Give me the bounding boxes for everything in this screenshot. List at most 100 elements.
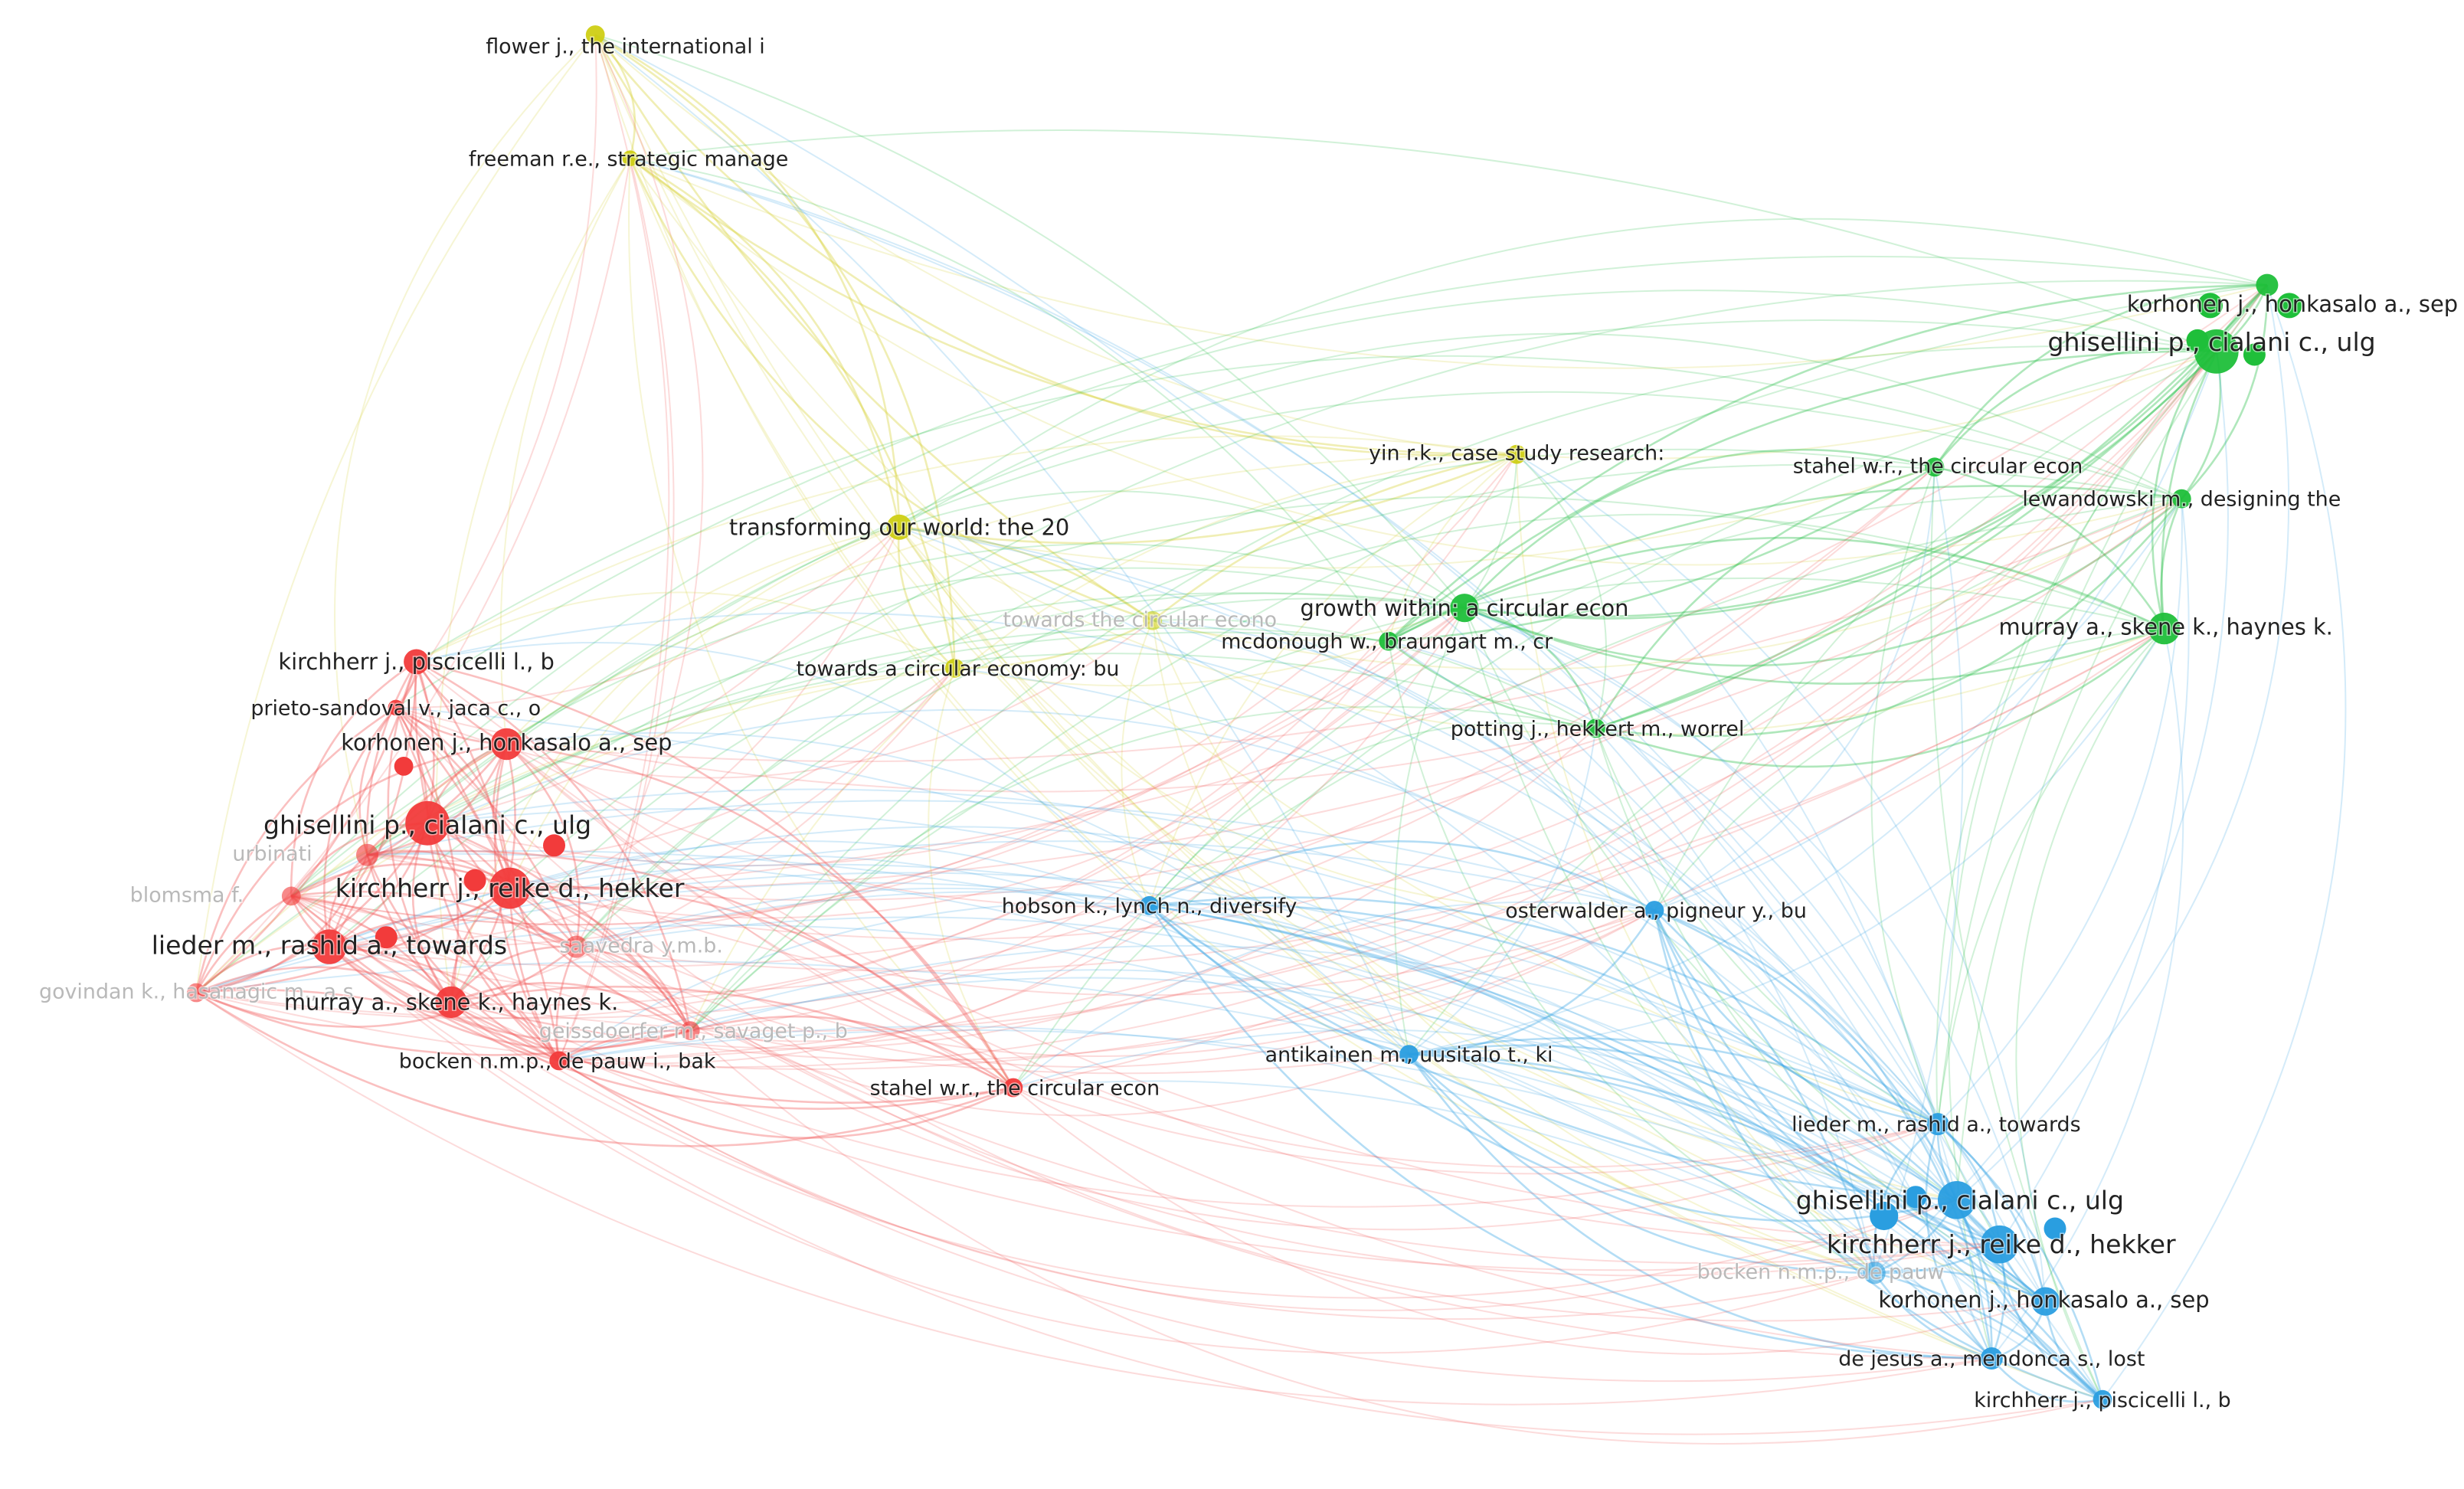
node-y3[interactable] [1507, 444, 1527, 464]
link-edge [1873, 1271, 2103, 1401]
node-r10[interactable] [186, 983, 206, 1003]
link-edge [576, 887, 1150, 948]
node-r3[interactable] [490, 728, 523, 761]
link-edge [1388, 536, 2165, 643]
link-edge [1387, 350, 2217, 643]
link-edge [1934, 466, 2165, 630]
link-edge [1148, 722, 1596, 906]
link-edge [450, 1001, 2000, 1271]
node-r14[interactable] [1003, 1078, 1023, 1098]
node-r6[interactable] [489, 867, 531, 909]
link-edge [1653, 910, 2000, 1245]
node-label-g2: ghisellini p., cialani c., ulg [2048, 327, 2376, 357]
link-edge [290, 895, 1014, 1104]
node-g6[interactable] [1450, 594, 1479, 623]
minor-node[interactable] [2276, 293, 2302, 319]
link-edge [509, 840, 1150, 907]
link-edge [594, 34, 1153, 622]
node-r8[interactable] [312, 929, 347, 964]
node-label-r12: geissdoerfer m., savaget p., b [539, 1019, 848, 1043]
node-b4[interactable] [1926, 1113, 1949, 1136]
node-g7[interactable] [1379, 631, 1399, 651]
node-r5[interactable] [356, 843, 378, 866]
link-edge [509, 526, 900, 889]
node-b7[interactable] [1863, 1262, 1886, 1284]
link-edge [196, 854, 368, 994]
link-edge [426, 823, 560, 1062]
link-edge [195, 627, 1389, 993]
node-b1[interactable] [1140, 895, 1159, 915]
link-edge [450, 909, 1655, 1062]
node-label-b6: kirchherr j., reike d., hekker [1827, 1229, 2176, 1259]
node-y2[interactable] [622, 150, 638, 166]
node-r1[interactable] [404, 649, 430, 675]
node-b2[interactable] [1644, 901, 1664, 920]
node-g1[interactable] [2256, 273, 2279, 296]
node-label-y1: flower j., the international i [486, 35, 765, 59]
node-r7[interactable] [281, 886, 301, 906]
node-y1[interactable] [585, 25, 605, 44]
node-g4[interactable] [2171, 489, 2191, 509]
link-edge [196, 466, 1936, 1019]
node-g2[interactable] [2194, 329, 2239, 374]
node-b9[interactable] [1980, 1347, 2003, 1370]
minor-node[interactable] [2197, 293, 2223, 319]
node-b6[interactable] [1980, 1225, 2019, 1264]
link-edge [575, 909, 1655, 1068]
link-edge [1516, 454, 1875, 1274]
link-edge [1121, 620, 1153, 906]
node-b3[interactable] [1399, 1045, 1419, 1064]
minor-node[interactable] [1904, 1186, 1927, 1209]
minor-node[interactable] [2243, 343, 2266, 366]
minor-node[interactable] [1870, 1201, 1899, 1231]
node-r2[interactable] [388, 699, 404, 716]
node-label-b8: korhonen j., honkasalo a., sep [1878, 1287, 2209, 1313]
node-b5[interactable] [1938, 1181, 1976, 1219]
node-y4[interactable] [886, 514, 912, 540]
link-edge [1013, 1087, 1939, 1175]
link-edge [594, 34, 1410, 1055]
minor-node[interactable] [463, 869, 486, 892]
link-edge [334, 34, 596, 856]
node-g8[interactable] [1586, 718, 1605, 738]
link-edge [1936, 351, 2217, 1124]
node-g3[interactable] [1925, 457, 1945, 477]
node-label-g1: korhonen j., honkasalo a., sep [2127, 291, 2458, 317]
link-edge [1516, 453, 1958, 1201]
node-r4[interactable] [405, 800, 450, 846]
link-edge [1654, 909, 1876, 1274]
link-edge [450, 592, 1465, 1003]
link-edge [898, 526, 1153, 622]
node-y6[interactable] [945, 658, 964, 678]
link-edge [196, 627, 2165, 1070]
link-edge [1654, 627, 2165, 911]
node-r9[interactable] [564, 935, 587, 958]
minor-node[interactable] [394, 757, 414, 776]
link-edge [558, 1059, 1014, 1139]
link-edge [1653, 910, 2047, 1303]
link-edge [898, 466, 1936, 569]
link-edge [1409, 628, 2165, 1055]
link-edge [576, 945, 692, 1032]
link-edge [329, 496, 2165, 947]
minor-node[interactable] [2044, 1217, 2066, 1240]
link-edge [329, 667, 956, 948]
node-b8[interactable] [2031, 1287, 2060, 1316]
node-r12[interactable] [680, 1021, 700, 1040]
link-edge [1595, 350, 2217, 730]
node-r11[interactable] [435, 986, 467, 1019]
node-y5[interactable] [1143, 610, 1163, 630]
link-edge [594, 34, 956, 669]
minor-node[interactable] [375, 926, 398, 949]
node-b10[interactable] [2093, 1389, 2112, 1409]
link-edge [898, 218, 2268, 529]
link-edge [558, 944, 1939, 1125]
node-label-y6: towards a circular economy: bu [797, 657, 1120, 681]
link-edge [594, 34, 901, 528]
minor-node[interactable] [543, 834, 565, 857]
node-g5[interactable] [2148, 612, 2181, 645]
link-edge [509, 887, 2000, 1277]
link-edge [366, 391, 2182, 856]
node-r13[interactable] [549, 1051, 569, 1071]
link-edge [1933, 283, 2267, 468]
